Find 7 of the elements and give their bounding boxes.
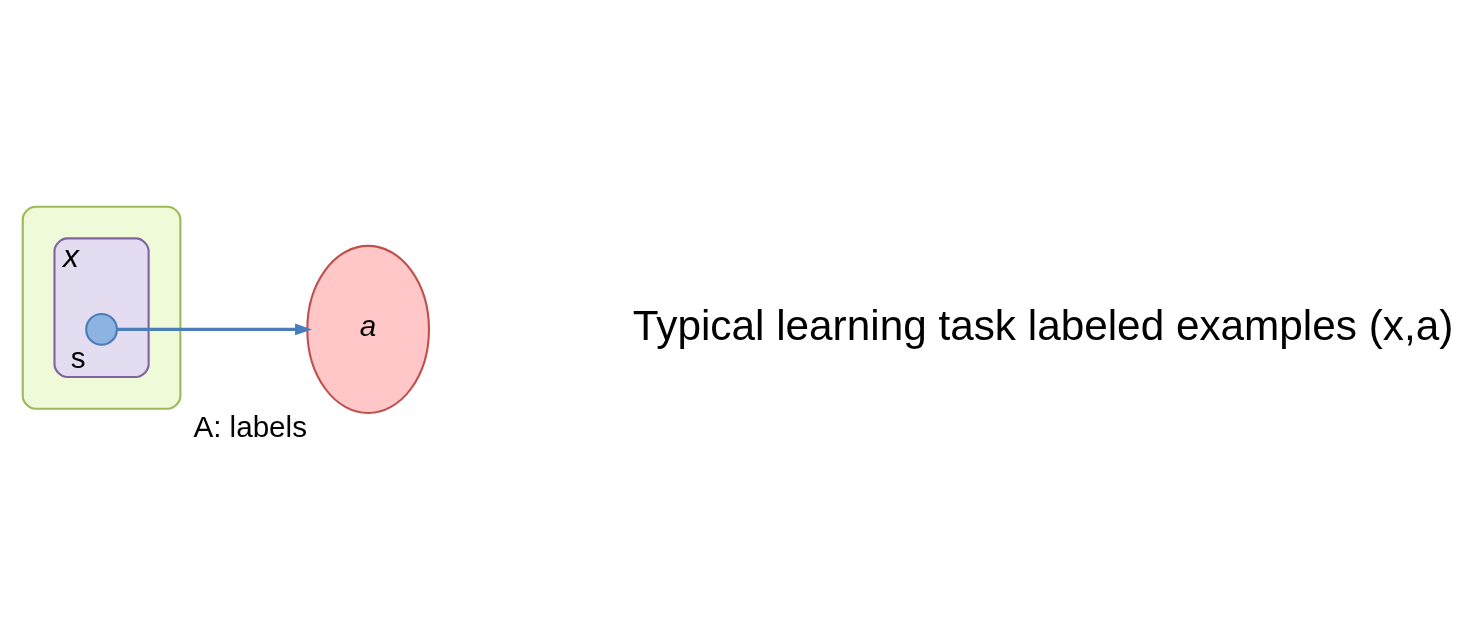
label: Typical learning task labeled examples (x,a) <box>632 301 1454 349</box>
node-ellipse: a <box>306 244 430 415</box>
arrow <box>117 323 313 336</box>
node-circle <box>85 313 118 346</box>
node-label: s <box>70 341 86 375</box>
cluster <box>21 205 182 410</box>
node-label: A: labels <box>193 409 307 443</box>
